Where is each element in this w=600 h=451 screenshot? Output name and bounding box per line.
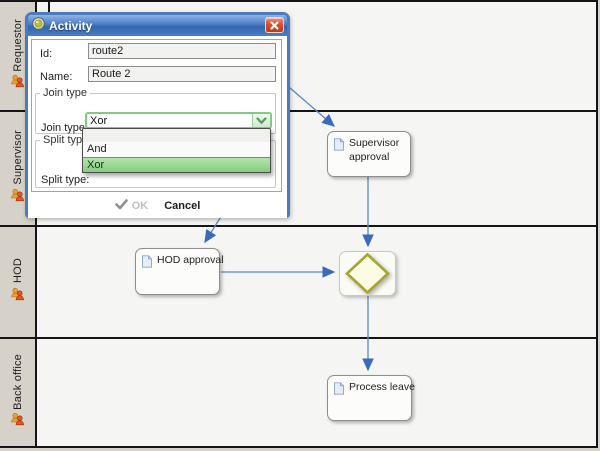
id-field[interactable] (88, 43, 276, 59)
cancel-button[interactable]: Cancel (164, 200, 201, 212)
lane-header-hod[interactable]: HOD (0, 227, 37, 337)
lane-back-office: Back office (0, 337, 596, 446)
document-icon (141, 255, 153, 273)
name-label: Name: (40, 71, 73, 83)
join-type-dropdown-list: And Xor (82, 128, 271, 173)
people-icon (10, 287, 25, 306)
chevron-down-icon[interactable] (252, 114, 270, 127)
lane-body-hod[interactable] (37, 227, 596, 337)
id-label: Id: (40, 48, 53, 60)
activity-node-hod-approval[interactable]: HOD approval (135, 248, 224, 295)
split-type-label: Split type: (41, 174, 90, 186)
diamond-icon (345, 252, 390, 295)
document-icon (333, 138, 345, 156)
dropdown-option-and[interactable]: And (87, 143, 107, 155)
activity-node-supervisor-approval[interactable]: Supervisor approval (327, 131, 411, 177)
lane-header-back-office[interactable]: Back office (0, 339, 37, 446)
hidden-node-edge (48, 0, 50, 13)
people-icon (10, 188, 25, 207)
close-icon[interactable] (265, 17, 284, 33)
lane-label: Back office (11, 353, 24, 410)
node-label: Process leave (349, 381, 415, 393)
ok-button[interactable]: OK (114, 199, 149, 213)
split-type-legend: Split type (43, 134, 89, 146)
lane-label: HOD (11, 258, 24, 284)
join-type-select[interactable]: Xor (85, 112, 272, 129)
check-icon (114, 199, 128, 213)
join-type-legend: Join type (43, 87, 88, 99)
document-icon (333, 382, 345, 400)
lane-label: Supervisor (11, 130, 24, 185)
people-icon (10, 412, 25, 431)
activity-icon (32, 16, 45, 35)
activity-dialog: Activity Id: Name: Join type Join type: … (25, 12, 290, 218)
join-type-label: Join type: (41, 122, 89, 134)
node-label: Supervisor approval (349, 137, 400, 163)
dialog-buttons: OK Cancel (28, 199, 287, 213)
name-field[interactable] (88, 66, 276, 82)
lane-body-back-office[interactable] (37, 339, 596, 446)
dialog-titlebar[interactable]: Activity (28, 15, 287, 36)
dialog-body: Id: Name: Join type Join type: Split typ… (28, 36, 287, 218)
lane-label: Requestor (11, 18, 24, 72)
people-icon (10, 74, 25, 93)
ok-button-label: OK (131, 200, 149, 212)
lane-hod: HOD (0, 225, 596, 337)
gateway-node[interactable] (339, 251, 396, 296)
dropdown-option-xor[interactable]: Xor (83, 157, 270, 172)
node-label: HOD approval (157, 254, 224, 266)
activity-node-process-leave[interactable]: Process leave (327, 375, 415, 421)
join-type-value: Xor (90, 114, 108, 127)
dialog-title: Activity (49, 18, 93, 33)
dropdown-option-empty[interactable] (83, 129, 270, 142)
